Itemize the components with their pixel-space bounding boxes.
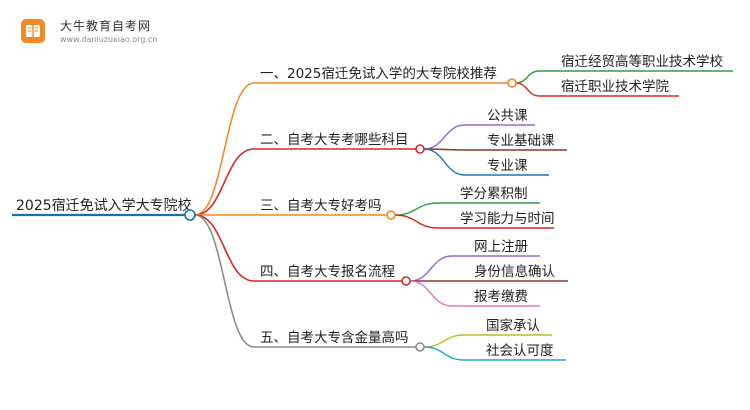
child-link: [409, 255, 453, 282]
child-node: 宿迁经贸高等职业技术学校: [561, 53, 723, 70]
root-dot: [184, 209, 196, 221]
branch-link: [194, 214, 255, 282]
child-link: [423, 124, 466, 150]
child-node: 国家承认: [486, 317, 540, 334]
logo-url: www.daniuzuxiao.org.cn: [60, 35, 158, 44]
child-link: [423, 148, 466, 176]
branch-dot: [386, 210, 396, 220]
child-link: [394, 202, 439, 216]
branch-node: 一、2025宿迁免试入学的大专院校推荐: [260, 65, 497, 82]
child-node: 学分累积制: [460, 186, 528, 202]
child-link: [409, 280, 453, 307]
branch-link: [194, 148, 255, 216]
logo-title: 大牛教育自考网: [60, 19, 152, 33]
book-logo-icon: [21, 19, 45, 43]
branch-dot: [415, 144, 425, 154]
branch-node: 三、自考大专好考吗: [260, 198, 382, 214]
child-link: [515, 70, 540, 84]
child-node: 报考缴费: [474, 289, 528, 305]
branch-node: 二、自考大专考哪些科目: [260, 132, 409, 148]
child-link: [423, 346, 465, 361]
branch-link: [194, 82, 255, 216]
child-node: 公共课: [487, 108, 528, 124]
child-node: 学习能力与时间: [460, 211, 555, 227]
child-link: [394, 214, 439, 229]
branch-dot: [415, 342, 425, 352]
child-link: [423, 334, 465, 348]
branch-dot: [507, 78, 517, 88]
branch-link: [194, 214, 255, 348]
branch-dot: [401, 276, 411, 286]
child-node: 专业基础课: [487, 132, 555, 149]
branch-node: 五、自考大专含金量高吗: [260, 329, 409, 346]
child-node: 网上注册: [474, 239, 528, 255]
root-node: 2025宿迁免试入学大专院校: [16, 197, 192, 214]
branch-node: 四、自考大专报名流程: [260, 264, 395, 280]
child-node: 社会认可度: [486, 343, 554, 359]
mind-map-links: [194, 70, 540, 361]
child-node: 身份信息确认: [474, 263, 555, 280]
logo: 大牛教育自考网 www.daniuzuxiao.org.cn: [12, 14, 212, 50]
mind-map-nodes: 2025宿迁免试入学大专院校 一、2025宿迁免试入学的大专院校推荐 宿迁经贸高等职…: [12, 53, 733, 361]
child-link: [515, 82, 540, 97]
child-node: 专业课: [487, 158, 528, 174]
child-node: 宿迁职业技术学院: [561, 78, 669, 95]
